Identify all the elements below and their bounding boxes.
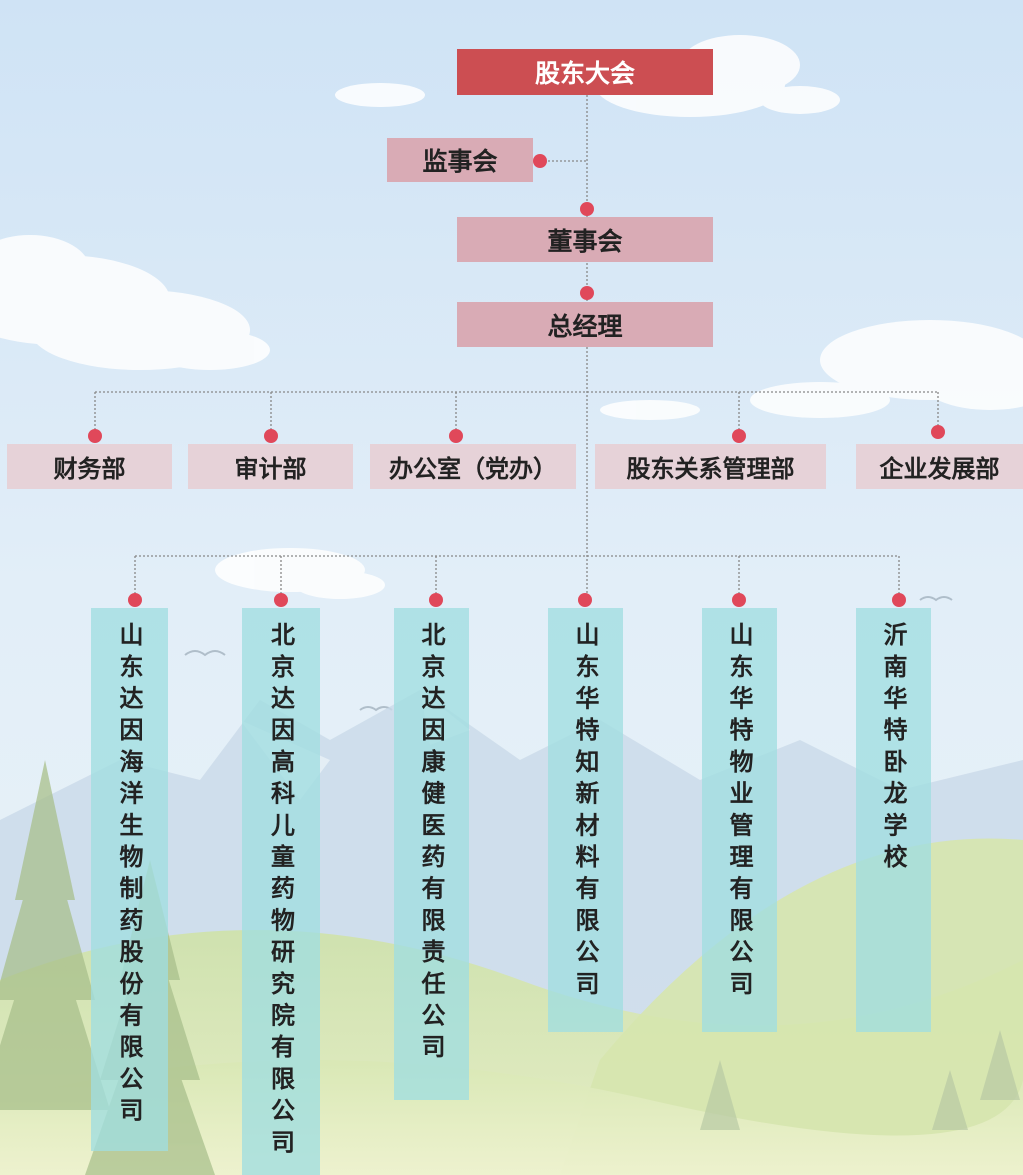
subsidiary-label: 山东华特物业管理有限公司	[722, 622, 757, 1002]
department-box: 股东关系管理部	[595, 444, 826, 489]
general-manager-label: 总经理	[547, 307, 622, 343]
subsidiary-box: 山东华特物业管理有限公司	[702, 608, 777, 1032]
department-label: 财务部	[54, 449, 126, 484]
connector-dot	[931, 425, 945, 439]
department-box: 财务部	[7, 444, 172, 489]
connector-dot	[128, 593, 142, 607]
subsidiary-label: 沂南华特卧龙学校	[876, 622, 911, 876]
department-box: 企业发展部	[856, 444, 1023, 489]
connector-dot	[429, 593, 443, 607]
connector-dot	[580, 202, 594, 216]
connector-dot	[264, 429, 278, 443]
department-label: 审计部	[235, 449, 307, 484]
connector-dot	[580, 286, 594, 300]
subsidiary-box: 沂南华特卧龙学校	[856, 608, 931, 1032]
connector-dot	[892, 593, 906, 607]
department-box: 办公室（党办）	[370, 444, 576, 489]
shareholders-meeting-label: 股东大会	[535, 54, 635, 90]
subsidiary-label: 北京达因高科儿童药物研究院有限公司	[264, 622, 299, 1161]
connector-dot	[274, 593, 288, 607]
subsidiary-box: 山东华特知新材料有限公司	[548, 608, 623, 1032]
board-of-directors-label: 董事会	[547, 222, 622, 258]
subsidiary-box: 北京达因康健医药有限责任公司	[394, 608, 469, 1100]
department-label: 办公室（党办）	[389, 449, 557, 484]
supervisory-board-box: 监事会	[387, 138, 533, 182]
subsidiary-box: 北京达因高科儿童药物研究院有限公司	[242, 608, 320, 1175]
department-label: 企业发展部	[880, 449, 1000, 484]
connector-dot	[88, 429, 102, 443]
board-of-directors-box: 董事会	[457, 217, 713, 262]
subsidiary-box: 山东达因海洋生物制药股份有限公司	[91, 608, 168, 1151]
department-box: 审计部	[188, 444, 353, 489]
subsidiary-label: 山东华特知新材料有限公司	[568, 622, 603, 1002]
shareholders-meeting-box: 股东大会	[457, 49, 713, 95]
department-label: 股东关系管理部	[627, 449, 795, 484]
connector-dot	[578, 593, 592, 607]
general-manager-box: 总经理	[457, 302, 713, 347]
connector-dot	[732, 429, 746, 443]
subsidiary-label: 北京达因康健医药有限责任公司	[414, 622, 449, 1066]
connector-dot	[533, 154, 547, 168]
supervisory-board-label: 监事会	[422, 142, 497, 178]
subsidiary-label: 山东达因海洋生物制药股份有限公司	[112, 622, 147, 1129]
connector-dot	[732, 593, 746, 607]
connector-dot	[449, 429, 463, 443]
